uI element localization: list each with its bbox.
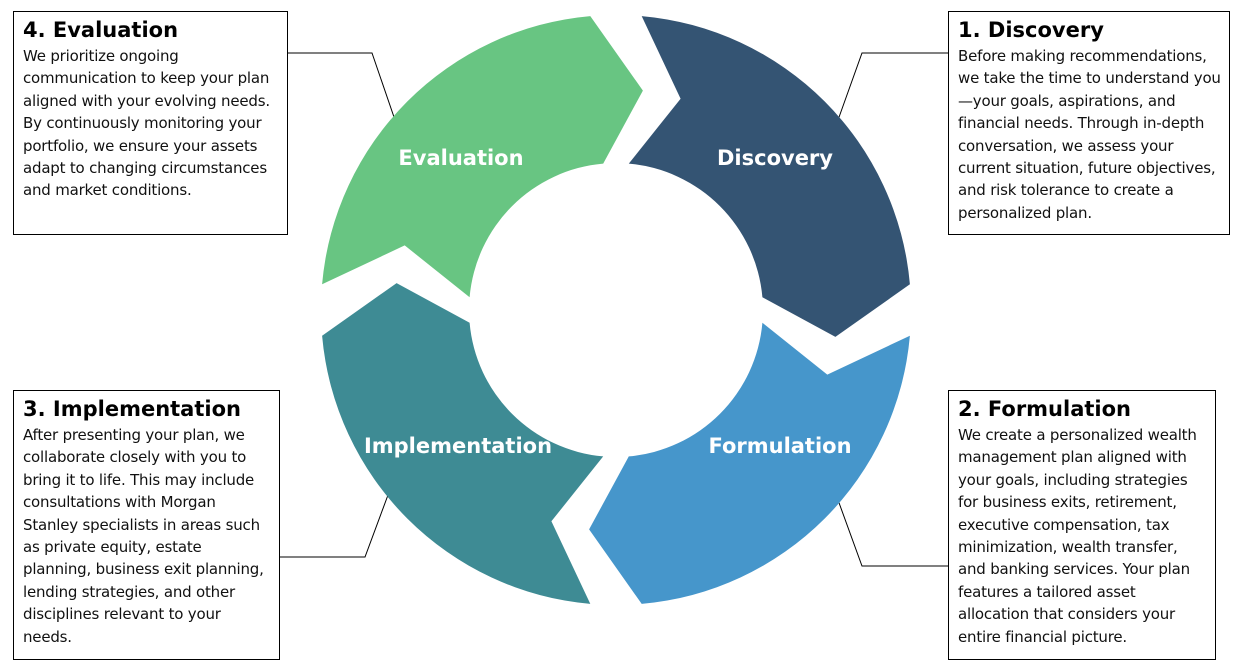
- evaluation-description: We prioritize ongoing communication to k…: [23, 47, 270, 200]
- segment-evaluation: [322, 16, 643, 298]
- implementation-description: After presenting your plan, we collabora…: [23, 426, 264, 646]
- connector-implementation: [280, 494, 389, 558]
- segment-label-formulation: Formulation: [708, 434, 851, 458]
- segment-formulation: [589, 322, 910, 604]
- segment-label-discovery: Discovery: [717, 146, 833, 170]
- discovery-callout: 1. Discovery Before making recommendatio…: [948, 11, 1230, 235]
- discovery-title: 1. Discovery: [958, 18, 1104, 42]
- evaluation-callout: 4. Evaluation We prioritize ongoing comm…: [13, 11, 288, 235]
- connector-discovery: [837, 52, 948, 121]
- segment-discovery: [628, 16, 910, 337]
- segment-label-evaluation: Evaluation: [398, 146, 523, 170]
- formulation-callout: 2. Formulation We create a personalized …: [948, 390, 1216, 660]
- evaluation-title: 4. Evaluation: [23, 18, 179, 42]
- formulation-description: We create a personalized wealth manageme…: [958, 426, 1197, 646]
- connector-evaluation: [288, 52, 396, 121]
- formulation-title: 2. Formulation: [958, 397, 1131, 421]
- segment-implementation: [322, 283, 604, 604]
- segment-label-implementation: Implementation: [364, 434, 552, 458]
- implementation-callout: 3. Implementation After presenting your …: [13, 390, 280, 660]
- connector-formulation: [837, 499, 948, 567]
- discovery-description: Before making recommendations, we take t…: [958, 47, 1221, 222]
- implementation-title: 3. Implementation: [23, 397, 241, 421]
